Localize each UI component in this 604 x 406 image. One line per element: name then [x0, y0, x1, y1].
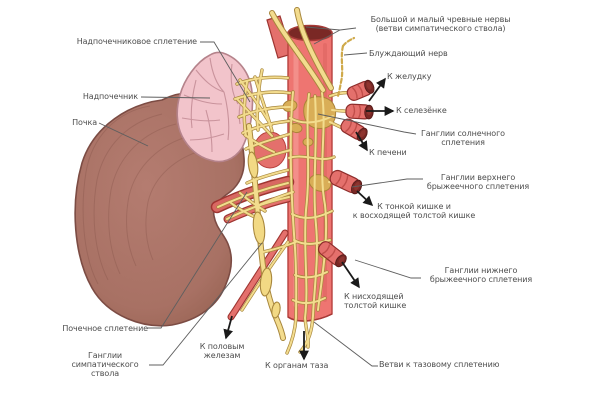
nerve-plexus-lines — [216, 10, 355, 355]
label-pelvic-plexus-branches: Ветви к тазовому сплетению — [379, 360, 500, 369]
gonadal-vessel-shape — [227, 229, 289, 321]
direction-arrows — [223, 77, 395, 361]
label-adrenal: Надпочечник — [82, 92, 138, 101]
label-to-stomach: К желудку — [387, 72, 432, 81]
label-to-descending-colon: К нисходящей толстой кишке — [344, 292, 407, 310]
label-to-spleen: К селезёнке — [396, 106, 447, 115]
adrenal-gland-shape — [176, 51, 254, 163]
label-vagus-nerve: Блуждающий нерв — [369, 49, 448, 58]
label-splanchnic-nerves: Большой и малый чревные нервы (ветви сим… — [370, 15, 511, 33]
label-solar-plexus-ganglia: Ганглии солнечного сплетения — [421, 129, 505, 147]
vagus-nerve-line — [336, 36, 356, 98]
label-adrenal-plexus: Надпочечниковое сплетение — [76, 37, 197, 46]
sympathetic-trunk-ganglia — [247, 151, 281, 319]
leader-lines — [98, 26, 423, 367]
label-to-small-intestine: К тонкой кишке и к восходящей толстой ки… — [352, 202, 476, 220]
label-to-gonads: К половым железам — [199, 342, 245, 360]
label-superior-mesenteric-ganglia: Ганглии верхнего брыжеечного сплетения — [426, 173, 530, 191]
label-renal-plexus: Почечное сплетение — [62, 324, 148, 333]
label-kidney: Почка — [72, 118, 97, 127]
label-sympathetic-trunk-ganglia: Ганглии симпатического ствола — [71, 351, 139, 378]
label-to-liver: К печени — [369, 148, 407, 157]
label-to-pelvic-organs: К органам таза — [265, 361, 329, 370]
label-inferior-mesenteric-ganglia: Ганглии нижнего брыжеечного сплетения — [429, 266, 533, 284]
